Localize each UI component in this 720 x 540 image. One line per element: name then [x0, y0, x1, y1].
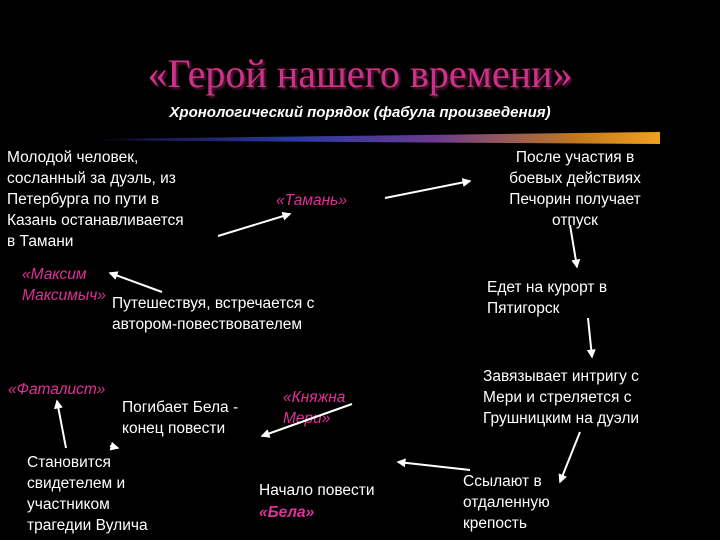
node-young-man: Молодой человек, сосланный за дуэль, из … [7, 149, 184, 250]
arrow-young-to-taman [217, 211, 292, 237]
node-intrigue: Завязывает интригу с Мери и стреляется с… [483, 368, 640, 427]
node-exiled: Ссылают в отдаленную крепость [463, 473, 550, 532]
page-title: «Герой нашего времени» [147, 51, 573, 96]
node-bela-dies: Погибает Бела - конец повести [122, 399, 239, 437]
arrow-taman-to-after [384, 178, 472, 199]
page-subtitle: Хронологический порядок (фабула произвед… [169, 104, 551, 121]
node-princess-mary: «Княжна Мери» [283, 389, 346, 427]
node-after-battle: После участия в боевых действиях Печорин… [509, 149, 641, 229]
node-witness: Становится свидетелем и участником траге… [27, 454, 148, 534]
arrow-resort-to-intrigue [586, 317, 596, 359]
node-taman: «Тамань» [276, 192, 347, 209]
node-fatalist: «Фаталист» [8, 381, 106, 398]
arrow-exiled-to-story-start [396, 458, 471, 471]
arrow-bela-dies-to-witness [109, 441, 120, 451]
node-bela: «Бела» [259, 504, 315, 521]
node-resort: Едет на курорт в Пятигорск [487, 279, 608, 317]
arrow-travels-to-maksim [108, 271, 163, 293]
arrow-after-to-resort [569, 224, 581, 269]
node-maksim: «Максим Максимыч» [22, 266, 106, 304]
arrow-witness-to-fatalist [53, 399, 67, 449]
arrow-mary-to-bela-dies [260, 403, 353, 438]
node-travels: Путешествуя, встречается с автором-повес… [112, 295, 315, 333]
arrow-intrigue-to-exiled [558, 431, 581, 484]
node-story-start: Начало повести [259, 482, 375, 499]
